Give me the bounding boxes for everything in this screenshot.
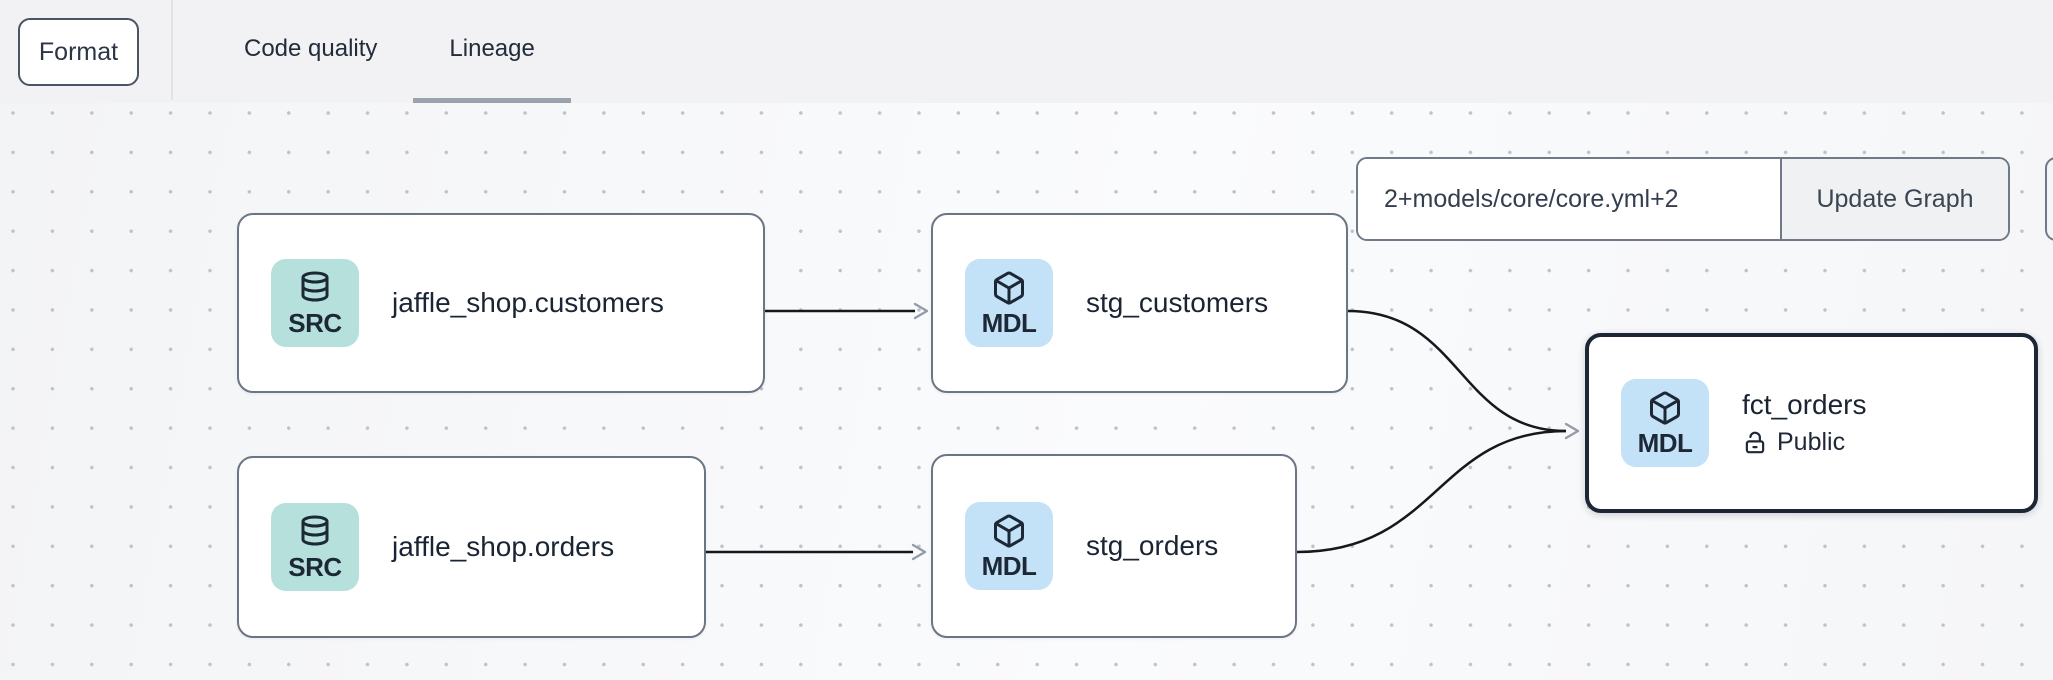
graph-selector-group: Update Graph [1356, 157, 2010, 241]
model-badge: MDL [1621, 379, 1709, 467]
badge-label: MDL [981, 308, 1037, 338]
node-stg-customers[interactable]: MDL stg_customers [931, 213, 1348, 393]
topbar-divider [171, 0, 173, 100]
unlock-icon [1745, 431, 1765, 453]
model-badge: MDL [965, 259, 1053, 347]
node-jaffle-shop-orders[interactable]: SRC jaffle_shop.orders [237, 456, 706, 638]
node-stg-orders[interactable]: MDL stg_orders [931, 454, 1297, 638]
access-label: Public [1777, 428, 1846, 456]
model-badge: MDL [965, 502, 1053, 590]
node-title: stg_orders [1086, 530, 1219, 561]
node-title: stg_customers [1086, 287, 1269, 318]
database-icon [301, 271, 329, 302]
tab-bar: Code quality Lineage [208, 0, 571, 103]
graph-selector-input[interactable] [1358, 159, 1780, 239]
node-fct-orders[interactable]: MDL fct_orders Public [1585, 333, 2038, 513]
node-jaffle-shop-customers[interactable]: SRC jaffle_shop.customers [237, 213, 765, 393]
topbar: Format Code quality Lineage [0, 0, 2053, 103]
partial-control[interactable] [2045, 157, 2053, 241]
access-row: Public [1742, 428, 1867, 457]
node-title: jaffle_shop.customers [392, 287, 664, 318]
badge-label: MDL [1637, 428, 1693, 458]
badge-label: SRC [288, 308, 342, 338]
format-button[interactable]: Format [18, 18, 139, 86]
cube-icon [994, 271, 1024, 305]
source-badge: SRC [271, 503, 359, 591]
node-title: jaffle_shop.orders [392, 531, 615, 562]
tab-lineage[interactable]: Lineage [413, 0, 571, 103]
cube-icon [1650, 391, 1680, 425]
update-graph-button[interactable]: Update Graph [1780, 159, 2008, 239]
badge-label: SRC [288, 552, 342, 582]
node-title: fct_orders [1742, 389, 1867, 420]
source-badge: SRC [271, 259, 359, 347]
database-icon [301, 515, 329, 546]
node-text-block: fct_orders Public [1742, 389, 1867, 457]
badge-label: MDL [981, 551, 1037, 581]
cube-icon [994, 514, 1024, 548]
tab-code-quality[interactable]: Code quality [244, 35, 378, 62]
